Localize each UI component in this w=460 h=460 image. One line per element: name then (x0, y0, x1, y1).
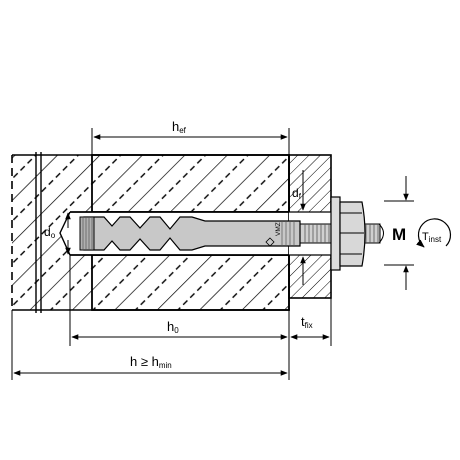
dimension-hef: hef (91, 119, 290, 155)
anchor-marking: VMZ (275, 222, 282, 236)
moment-label: M (392, 225, 406, 244)
svg-text:h ≥ hmin: h ≥ hmin (130, 354, 172, 370)
svg-text:df: df (292, 186, 302, 201)
dimension-h0: h0 (69, 255, 290, 380)
hef-label: h (172, 119, 179, 134)
dimension-tfix: tfix (290, 298, 332, 346)
svg-text:Tinst: Tinst (422, 231, 442, 244)
h-min-subscript: min (159, 361, 172, 370)
svg-text:do: do (44, 225, 56, 240)
hef-subscript: ef (179, 126, 186, 135)
tfix-subscript: fix (305, 321, 313, 330)
do-subscript: o (51, 231, 56, 240)
installation-torque: M Tinst (384, 176, 452, 290)
dimension-df: df (292, 170, 306, 285)
h0-label: h (167, 319, 174, 334)
df-subscript: f (299, 192, 302, 201)
tinst-label: T (422, 231, 429, 243)
dimension-do: do (44, 212, 71, 255)
h0-subscript: 0 (174, 326, 179, 335)
dimension-h-min: h ≥ hmin (11, 310, 288, 380)
h-min-label: h ≥ h (130, 354, 159, 369)
svg-text:hef: hef (172, 119, 187, 135)
do-label: d (44, 225, 51, 239)
svg-text:tfix: tfix (301, 314, 313, 330)
tinst-subscript: inst (429, 235, 442, 244)
df-label: d (292, 186, 299, 200)
washer-and-nut (330, 196, 384, 271)
tfix-label: t (301, 314, 305, 329)
svg-text:h0: h0 (167, 319, 179, 335)
